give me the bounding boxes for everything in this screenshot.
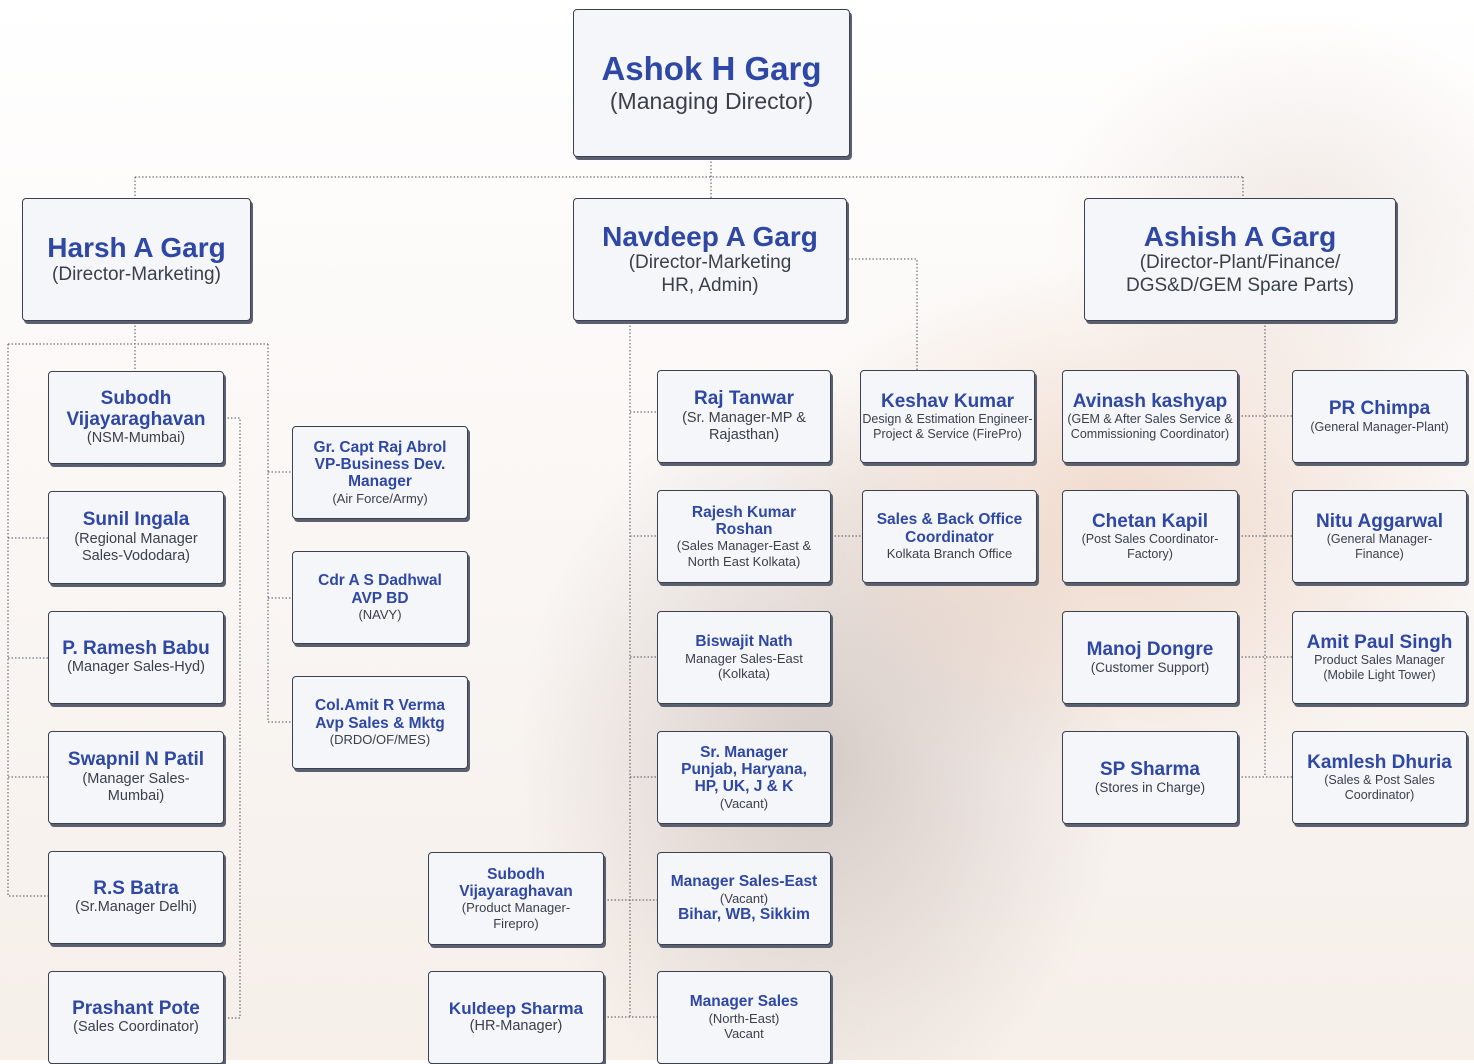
employee-box-verma: Col.Amit R Verma Avp Sales & Mktg (DRDO/… <box>292 676 468 769</box>
employee-box-sp-sharma: SP Sharma (Stores in Charge) <box>1062 731 1238 824</box>
employee-box-kamlesh: Kamlesh Dhuria (Sales & Post Sales Coord… <box>1292 731 1467 824</box>
employee-box-rajesh: Rajesh Kumar Roshan (Sales Manager-East … <box>657 490 831 583</box>
region-label: Bihar, WB, Sikkim <box>678 906 810 924</box>
person-role: Kolkata Branch Office <box>886 546 1013 562</box>
person-role: (Vacant) <box>719 890 769 906</box>
person-name: Manager Sales-East <box>670 873 818 891</box>
employee-box-prashant: Prashant Pote (Sales Coordinator) <box>48 971 224 1064</box>
employee-box-nitu: Nitu Aggarwal (General Manager-Finance) <box>1292 490 1467 583</box>
director-box-harsh: Harsh A Garg (Director-Marketing) <box>22 198 251 321</box>
person-name: Ashok H Garg <box>601 49 822 87</box>
person-name: Col.Amit R Verma Avp Sales & Mktg <box>314 697 446 732</box>
person-name: Harsh A Garg <box>47 232 226 264</box>
employee-box-ramesh: P. Ramesh Babu (Manager Sales-Hyd) <box>48 611 224 704</box>
person-role: (Director-Marketing) <box>52 263 221 285</box>
person-role: (DRDO/OF/MES) <box>329 732 431 748</box>
person-role: (Stores in Charge) <box>1094 780 1206 796</box>
director-box-ashish: Ashish A Garg (Director-Plant/Finance/ D… <box>1084 198 1396 321</box>
person-name: SP Sharma <box>1100 758 1200 780</box>
person-role: (NSM-Mumbai) <box>86 430 186 447</box>
employee-box-chetan: Chetan Kapil (Post Sales Coordinator-Fac… <box>1062 490 1238 583</box>
person-name: Amit Paul Singh <box>1306 631 1453 653</box>
employee-box-avinash: Avinash kashyap (GEM & After Sales Servi… <box>1062 370 1238 463</box>
person-name: Nitu Aggarwal <box>1315 510 1444 532</box>
person-role: (Manager Sales-Hyd) <box>67 659 205 676</box>
person-role: (GEM & After Sales Service & Commissioni… <box>1067 412 1233 442</box>
person-role: (Regional Manager Sales-Vododara) <box>74 530 198 565</box>
person-name: Cdr A S Dadhwal AVP BD <box>318 572 442 607</box>
person-name: Manoj Dongre <box>1086 638 1214 660</box>
employee-box-punjab-vacant: Sr. Manager Punjab, Haryana, HP, UK, J &… <box>657 731 831 824</box>
employee-box-biswajit: Biswajit Nath Manager Sales-East (Kolkat… <box>657 611 831 704</box>
person-role: (Sr.Manager Delhi) <box>75 899 197 916</box>
person-name: Sales & Back Office Coordinator <box>876 511 1023 546</box>
person-role: (Director-Plant/Finance/ DGS&D/GEM Spare… <box>1125 252 1355 297</box>
person-name: R.S Batra <box>93 878 179 900</box>
person-name: Swapnil N Patil <box>67 749 205 771</box>
person-role: (Manager Sales- Mumbai) <box>82 770 190 805</box>
person-role: (Sales Manager-East & North East Kolkata… <box>676 538 812 569</box>
person-name: Raj Tanwar <box>694 388 794 410</box>
employee-box-swapnil: Swapnil N Patil (Manager Sales- Mumbai) <box>48 731 224 824</box>
employee-box-amit: Amit Paul Singh Product Sales Manager (M… <box>1292 611 1467 704</box>
person-role: (Director-Marketing HR, Admin) <box>628 252 792 297</box>
employee-box-subodh-firepro: Subodh Vijayaraghavan (Product Manager-F… <box>428 852 604 945</box>
person-role: (Vacant) <box>719 795 769 811</box>
person-name: PR Chimpa <box>1328 398 1431 420</box>
person-role: (NAVY) <box>358 607 402 623</box>
person-role: (Customer Support) <box>1090 660 1210 676</box>
employee-box-east-vacant: Manager Sales-East (Vacant) Bihar, WB, S… <box>657 852 831 945</box>
person-role: (Post Sales Coordinator-Factory) <box>1081 532 1219 562</box>
person-name: Gr. Capt Raj Abrol VP-Business Dev. Mana… <box>313 438 447 491</box>
person-name: Subodh Vijayaraghavan <box>459 865 573 900</box>
person-role: (Sales Coordinator) <box>73 1019 199 1036</box>
person-name: Sr. Manager Punjab, Haryana, HP, UK, J &… <box>681 743 807 796</box>
person-role: (Air Force/Army) <box>332 490 428 506</box>
employee-box-northeast-vacant: Manager Sales (North-East) Vacant <box>657 971 831 1064</box>
person-role: (Product Manager-Firepro) <box>461 900 571 931</box>
person-name: Subodh Vijayaraghavan <box>66 387 206 430</box>
person-role: (Sr. Manager-MP & Rajasthan) <box>682 409 806 444</box>
person-role: (Sales & Post Sales Coordinator) <box>1324 773 1435 803</box>
person-role: (Managing Director) <box>609 87 814 114</box>
person-name: Sunil Ingala <box>82 509 190 531</box>
employee-box-kuldeep: Kuldeep Sharma (HR-Manager) <box>428 971 604 1064</box>
person-role: (North-East) Vacant <box>708 1010 780 1042</box>
person-name: P. Ramesh Babu <box>62 638 210 660</box>
person-name: Navdeep A Garg <box>602 221 818 253</box>
managing-director-box: Ashok H Garg (Managing Director) <box>573 9 850 157</box>
person-name: Avinash kashyap <box>1072 390 1228 412</box>
employee-box-keshav: Keshav Kumar Design & Estimation Enginee… <box>860 370 1035 463</box>
person-role: Manager Sales-East (Kolkata) <box>685 650 803 682</box>
person-role: Product Sales Manager (Mobile Light Towe… <box>1314 653 1445 683</box>
employee-box-manoj: Manoj Dongre (Customer Support) <box>1062 611 1238 704</box>
person-name: Kamlesh Dhuria <box>1307 751 1452 773</box>
person-name: Biswajit Nath <box>695 633 793 651</box>
person-role: (HR-Manager) <box>469 1018 563 1035</box>
person-name: Rajesh Kumar Roshan <box>691 503 797 538</box>
employee-box-batra: R.S Batra (Sr.Manager Delhi) <box>48 851 224 944</box>
director-box-navdeep: Navdeep A Garg (Director-Marketing HR, A… <box>573 198 847 321</box>
person-name: Kuldeep Sharma <box>448 999 584 1019</box>
person-name: Chetan Kapil <box>1091 510 1209 532</box>
person-role: Design & Estimation Engineer-Project & S… <box>862 412 1033 442</box>
person-name: Prashant Pote <box>72 998 200 1020</box>
employee-box-abrol: Gr. Capt Raj Abrol VP-Business Dev. Mana… <box>292 426 468 519</box>
employee-box-subodh: Subodh Vijayaraghavan (NSM-Mumbai) <box>48 371 224 464</box>
employee-box-chimpa: PR Chimpa (General Manager-Plant) <box>1292 370 1467 463</box>
person-name: Keshav Kumar <box>880 390 1015 412</box>
person-name: Manager Sales <box>689 993 799 1011</box>
employee-box-raj: Raj Tanwar (Sr. Manager-MP & Rajasthan) <box>657 370 831 463</box>
employee-box-back-office: Sales & Back Office Coordinator Kolkata … <box>862 490 1037 583</box>
employee-box-sunil: Sunil Ingala (Regional Manager Sales-Vod… <box>48 491 224 584</box>
person-name: Ashish A Garg <box>1143 221 1337 253</box>
employee-box-dadhwal: Cdr A S Dadhwal AVP BD (NAVY) <box>292 551 468 644</box>
person-role: (General Manager-Plant) <box>1310 419 1449 434</box>
person-role: (General Manager-Finance) <box>1326 532 1433 562</box>
